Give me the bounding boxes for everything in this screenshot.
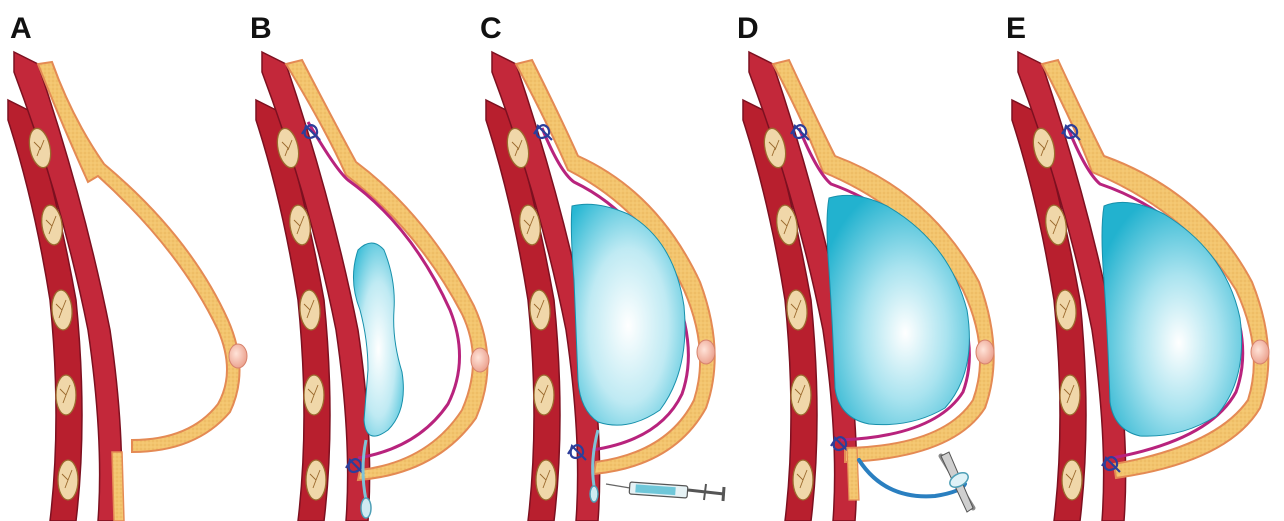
nipple-icon bbox=[1251, 340, 1269, 364]
panel-b: B bbox=[250, 12, 489, 521]
incision bbox=[847, 448, 859, 500]
panel-label-e: E bbox=[1006, 12, 1026, 45]
permanent-implant bbox=[827, 195, 969, 424]
panel-d: D bbox=[737, 12, 994, 521]
panel-label-b: B bbox=[250, 12, 272, 45]
nipple-icon bbox=[976, 340, 994, 364]
incision bbox=[112, 452, 124, 521]
nipple-icon bbox=[229, 344, 247, 368]
panel-label-a: A bbox=[10, 12, 32, 45]
nipple-icon bbox=[697, 340, 715, 364]
panel-c: C bbox=[480, 12, 724, 521]
panel-label-d: D bbox=[737, 12, 759, 45]
panel-a: A bbox=[8, 12, 247, 521]
panel-label-c: C bbox=[480, 12, 502, 45]
panel-e: E bbox=[1006, 12, 1269, 521]
syringe-icon bbox=[606, 482, 724, 501]
scalpel-icon bbox=[941, 452, 973, 512]
chest-wall bbox=[256, 52, 370, 521]
nipple-icon bbox=[471, 348, 489, 372]
